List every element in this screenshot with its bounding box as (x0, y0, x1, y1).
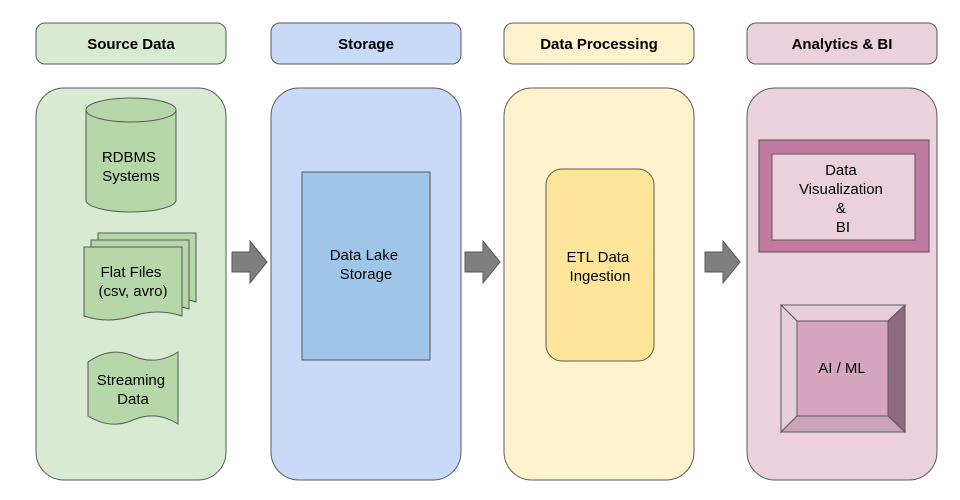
flat-files-label: Flat Files (csv, avro) (99, 264, 168, 300)
dataviz-frame: Data Visualization & BI (758, 139, 930, 253)
arrow-source-to-storage (231, 239, 268, 285)
etl-label: ETL Data Ingestion (567, 249, 634, 285)
streaming-label: Streaming Data (97, 372, 170, 408)
dataviz-label: Data Visualization & BI (799, 162, 887, 236)
arrow-processing-to-analytics (704, 239, 741, 285)
data-lake-box: Data Lake Storage (301, 171, 431, 361)
header-storage-label: Storage (338, 36, 394, 53)
header-processing (503, 22, 695, 65)
header-storage (270, 22, 462, 65)
streaming-data-tape: Streaming Data (87, 351, 179, 425)
header-source (35, 22, 227, 65)
header-processing-label: Data Processing (540, 36, 658, 53)
aiml-bevel-box: AI / ML (779, 303, 907, 434)
rdbms-cylinder: RDBMS Systems (85, 97, 177, 213)
aiml-label: AI / ML (818, 360, 866, 377)
flat-files-stack: Flat Files (csv, avro) (83, 232, 197, 321)
header-analytics-label: Analytics & BI (792, 36, 893, 53)
data-lake-label: Data Lake Storage (330, 247, 403, 283)
etl-box: ETL Data Ingestion (545, 168, 655, 362)
rdbms-label: RDBMS Systems (102, 149, 160, 185)
header-source-label: Source Data (87, 36, 175, 53)
header-analytics (746, 22, 938, 65)
arrow-storage-to-processing (464, 239, 501, 285)
